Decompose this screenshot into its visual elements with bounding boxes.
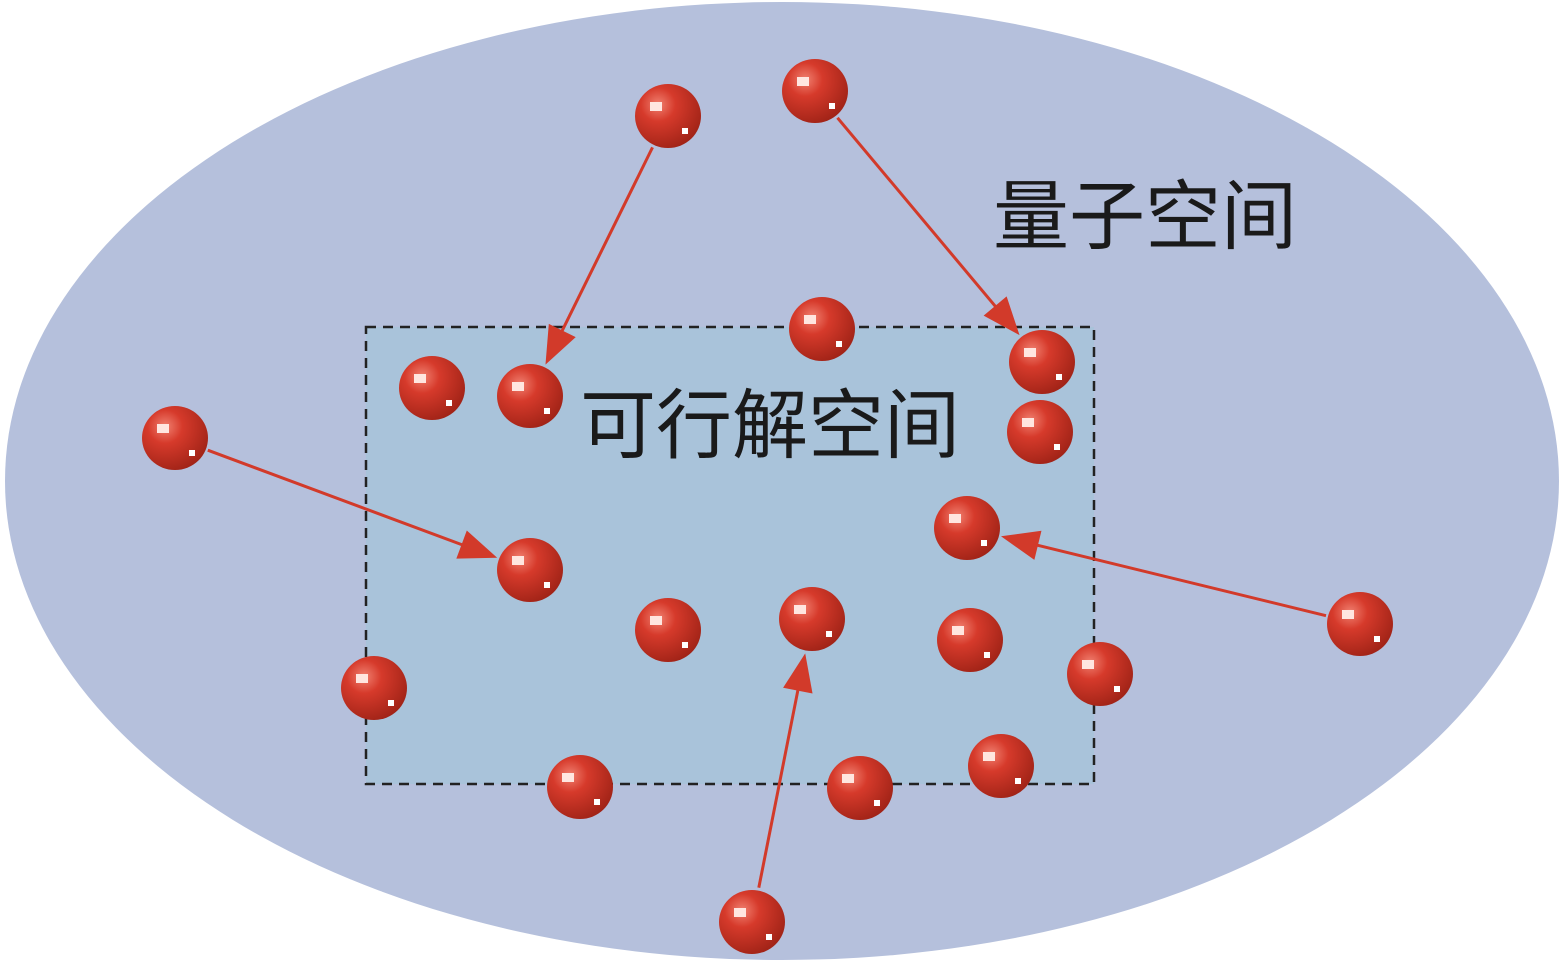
- particle-highlight: [842, 774, 854, 783]
- particle-glint: [766, 934, 772, 940]
- particle-ball: [497, 538, 563, 602]
- arrow-line-3: [207, 448, 470, 549]
- arrowhead-1: [545, 323, 576, 365]
- particle-ball: [635, 84, 701, 148]
- feasible-space-label: 可行解空间: [580, 381, 960, 470]
- particle-glint: [682, 128, 688, 134]
- arrowhead-2: [983, 296, 1020, 336]
- particle-inside: [779, 587, 845, 651]
- particle-glint: [829, 103, 835, 109]
- particle-highlight: [1342, 610, 1354, 619]
- arrow-group: [207, 116, 1327, 888]
- particle-glint: [1374, 636, 1380, 642]
- particle-ball: [719, 890, 785, 954]
- particle-highlight: [356, 674, 368, 683]
- particle-glint: [836, 341, 842, 347]
- particle-highlight: [512, 382, 524, 391]
- particle-inside: [1009, 330, 1075, 394]
- particle-ball: [827, 756, 893, 820]
- arrow-line-2: [836, 116, 1002, 314]
- particle-outside: [719, 890, 785, 954]
- particle-glint: [446, 400, 452, 406]
- particle-inside: [635, 598, 701, 662]
- particle-highlight: [734, 908, 746, 917]
- particle-highlight: [562, 773, 574, 782]
- particle-glint: [544, 582, 550, 588]
- particle-inside: [1067, 642, 1133, 706]
- particle-glint: [826, 631, 832, 637]
- arrow-line-1: [557, 146, 654, 339]
- particle-ball: [142, 406, 208, 470]
- particle-glint: [594, 799, 600, 805]
- particle-inside: [399, 356, 465, 420]
- arrow-line-5: [757, 682, 801, 888]
- particle-highlight: [949, 514, 961, 523]
- particle-highlight: [952, 626, 964, 635]
- particle-inside: [497, 538, 563, 602]
- particle-highlight: [414, 374, 426, 383]
- particle-ball: [497, 364, 563, 428]
- particle-highlight: [512, 556, 524, 565]
- particle-inside: [547, 755, 613, 819]
- particle-ball: [341, 656, 407, 720]
- particle-ball: [399, 356, 465, 420]
- particle-ball: [635, 598, 701, 662]
- particle-highlight: [804, 315, 816, 324]
- particle-glint: [1054, 444, 1060, 450]
- particle-inside: [789, 297, 855, 361]
- particle-highlight: [1024, 348, 1036, 357]
- particle-glint: [544, 408, 550, 414]
- particle-ball: [1327, 592, 1393, 656]
- particle-glint: [984, 652, 990, 658]
- particle-ball: [1009, 330, 1075, 394]
- particle-inside: [341, 656, 407, 720]
- particle-glint: [1056, 374, 1062, 380]
- particle-outside: [782, 59, 848, 123]
- particle-highlight: [650, 102, 662, 111]
- particle-highlight: [1022, 418, 1034, 427]
- particle-glint: [874, 800, 880, 806]
- arrowhead-3: [456, 530, 498, 559]
- particle-ball: [782, 59, 848, 123]
- quantum-space-label: 量子空间: [993, 172, 1297, 261]
- particle-ball: [547, 755, 613, 819]
- particle-ball: [779, 587, 845, 651]
- particle-glint: [682, 642, 688, 648]
- particle-inside: [497, 364, 563, 428]
- particle-glint: [1114, 686, 1120, 692]
- particle-glint: [1015, 778, 1021, 784]
- particle-glint: [388, 700, 394, 706]
- particle-outside: [142, 406, 208, 470]
- particle-highlight: [157, 424, 169, 433]
- particle-ball: [789, 297, 855, 361]
- particle-highlight: [650, 616, 662, 625]
- particle-ball: [1007, 400, 1073, 464]
- particle-glint: [189, 450, 195, 456]
- particle-inside: [827, 756, 893, 820]
- particle-highlight: [1082, 660, 1094, 669]
- particle-ball: [968, 734, 1034, 798]
- particle-ball: [934, 496, 1000, 560]
- particle-inside: [1007, 400, 1073, 464]
- particle-highlight: [797, 77, 809, 86]
- particle-highlight: [794, 605, 806, 614]
- particle-inside: [934, 496, 1000, 560]
- arrow-line-4: [1029, 541, 1327, 618]
- arrowhead-5: [783, 653, 813, 694]
- particle-ball: [937, 608, 1003, 672]
- particle-inside: [937, 608, 1003, 672]
- particle-group: [142, 59, 1393, 954]
- particle-outside: [635, 84, 701, 148]
- particle-highlight: [983, 752, 995, 761]
- particle-ball: [1067, 642, 1133, 706]
- arrowhead-4: [1001, 530, 1042, 560]
- particle-glint: [981, 540, 987, 546]
- particle-inside: [968, 734, 1034, 798]
- particle-outside: [1327, 592, 1393, 656]
